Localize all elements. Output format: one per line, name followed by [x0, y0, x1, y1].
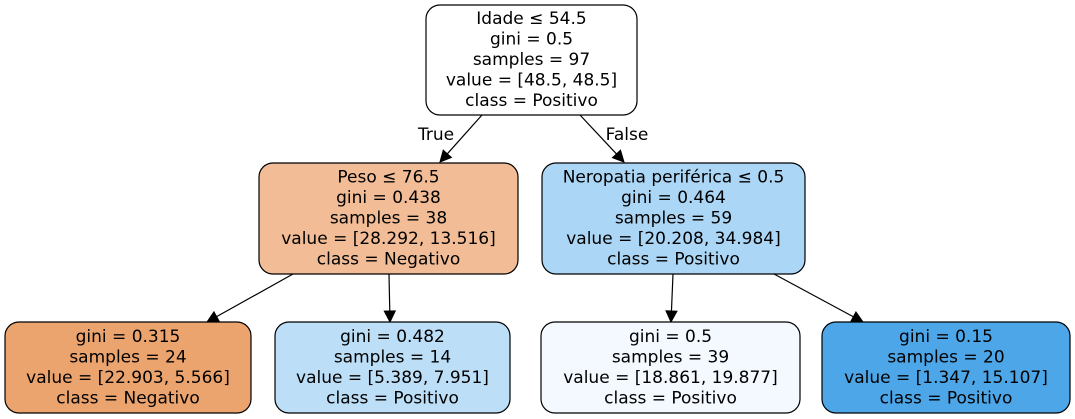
node-text-line: samples = 59 [615, 209, 732, 229]
node-box [425, 4, 638, 116]
node-text-line: gini = 0.315 [76, 327, 181, 347]
node-box [541, 162, 806, 275]
node-text-line: samples = 38 [330, 209, 447, 229]
node-box [821, 321, 1071, 414]
node-box [4, 321, 252, 414]
node-text-line: value = [1.347, 15.107] [844, 368, 1048, 388]
node-text-line: class = Positivo [604, 388, 737, 408]
node-text-line: class = Positivo [465, 91, 598, 111]
node-box [274, 321, 511, 414]
node-text-line: value = [22.903, 5.566] [26, 368, 230, 388]
arrowhead-icon [439, 149, 453, 163]
edge-label: False [606, 125, 649, 145]
edge-line [670, 273, 674, 312]
edge-root-to-right: False [579, 114, 649, 163]
node-box [258, 162, 519, 275]
edge-line [579, 114, 617, 155]
node-text-line: value = [48.5, 48.5] [446, 71, 617, 91]
node-text-line: Neropatia periférica ≤ 0.5 [563, 168, 785, 188]
node-text-line: value = [20.208, 34.984] [566, 229, 781, 249]
edge-line [773, 273, 854, 318]
node-text-line: class = Positivo [607, 250, 740, 270]
node-text-line: class = Negativo [56, 388, 200, 408]
edges-layer: True False [206, 114, 864, 324]
node-text-line: value = [28.292, 13.516] [281, 229, 496, 249]
node-text-line: gini = 0.15 [899, 327, 993, 347]
node-text-line: samples = 97 [473, 50, 590, 70]
node-text-line: samples = 24 [69, 347, 186, 367]
arrowhead-icon [383, 310, 397, 324]
node-text-line: Peso ≤ 76.5 [337, 168, 439, 188]
node-text-line: Idade ≤ 54.5 [476, 9, 586, 29]
edge-left-to-left-right [383, 273, 397, 324]
node-text-line: class = Negativo [317, 250, 461, 270]
node-text-line: samples = 20 [887, 347, 1004, 367]
node-text-line: class = Positivo [326, 388, 459, 408]
node-text-line: value = [18.861, 19.877] [563, 368, 778, 388]
arrowhead-icon [665, 310, 678, 324]
node-text-line: gini = 0.5 [490, 30, 573, 50]
edge-root-to-left: True [417, 114, 483, 163]
edge-line [388, 273, 391, 312]
node-text-line: gini = 0.464 [621, 188, 726, 208]
edge-right-to-right-left [665, 273, 678, 324]
node-text-line: class = Positivo [880, 388, 1013, 408]
edge-right-to-right-right [773, 273, 864, 323]
edge-label: True [417, 125, 454, 145]
node-text-line: value = [5.389, 7.951] [296, 368, 489, 388]
node-text-line: samples = 14 [334, 347, 451, 367]
node-text-line: gini = 0.438 [336, 188, 441, 208]
node-box [540, 321, 801, 414]
edge-line [446, 114, 483, 155]
edge-line [216, 273, 294, 318]
arrowhead-icon [206, 310, 221, 323]
node-text-line: gini = 0.482 [340, 327, 445, 347]
edge-left-to-left-left [206, 273, 294, 323]
node-text-line: gini = 0.5 [629, 327, 712, 347]
arrowhead-icon [611, 149, 625, 163]
node-text-line: samples = 39 [612, 347, 729, 367]
